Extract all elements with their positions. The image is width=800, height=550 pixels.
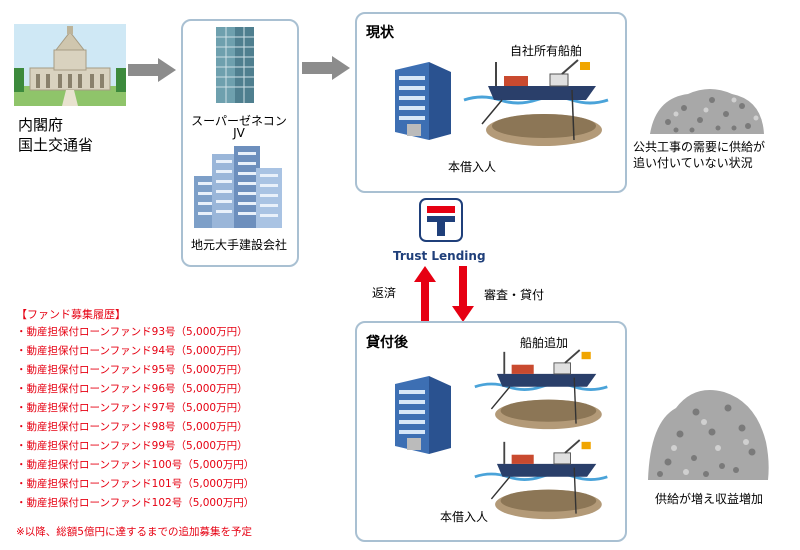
office-tower-icon [216, 27, 254, 103]
after-borrower-label: 本借入人 [440, 510, 489, 524]
city-buildings-icon [194, 146, 282, 228]
dredging-ship-icon-3 [474, 439, 608, 520]
own-ship-label: 自社所有船舶 [510, 44, 583, 58]
trust-lending-logo [419, 198, 463, 242]
loan-arrow [452, 266, 474, 322]
fund-item: ・動産担保付ローンファンド95号（5,000万円） [16, 364, 248, 376]
office-building-icon [395, 62, 451, 140]
profit-text: 供給が増え収益増加 [655, 492, 764, 506]
dredging-ship-icon [463, 59, 609, 146]
fund-item: ・動産担保付ローンファンド93号（5,000万円） [16, 326, 248, 338]
fund-item: ・動産担保付ローンファンド99号（5,000万円） [16, 440, 248, 452]
current-state-title: 現状 [366, 25, 394, 41]
after-loan-title: 貸付後 [366, 335, 408, 351]
review-loan-label: 審査・貸付 [484, 288, 545, 302]
fund-history-note: ※以降、総額5億円に達するまでの追加募集を予定 [16, 526, 252, 538]
fund-history-heading: 【ファンド募集履歴】 [16, 308, 126, 321]
current-borrower-label: 本借入人 [448, 160, 497, 174]
shortage-text-line1: 公共工事の需要に供給が [633, 140, 766, 154]
flow-arrow-2 [302, 56, 350, 80]
government-label-line1: 内閣府 [18, 116, 64, 134]
super-general-label: スーパーゼネコン [191, 114, 287, 128]
added-ship-label: 船舶追加 [520, 336, 569, 350]
repay-label: 返済 [372, 286, 397, 300]
fund-item: ・動産担保付ローンファンド94号（5,000万円） [16, 345, 248, 357]
local-contractor-label: 地元大手建設会社 [190, 238, 287, 252]
super-general-jv-label: JV [233, 126, 245, 140]
gravel-pile-large-icon [648, 390, 769, 480]
shortage-text-line2: 追い付いていない状況 [633, 156, 753, 170]
office-building-icon-2 [395, 376, 451, 454]
fund-item: ・動産担保付ローンファンド100号（5,000万円） [16, 459, 255, 471]
fund-item: ・動産担保付ローンファンド101号（5,000万円） [16, 478, 255, 490]
gravel-pile-icon [650, 89, 764, 134]
fund-item: ・動産担保付ローンファンド102号（5,000万円） [16, 497, 255, 509]
dredging-ship-icon-2 [474, 349, 608, 430]
fund-item: ・動産担保付ローンファンド96号（5,000万円） [16, 383, 248, 395]
fund-item: ・動産担保付ローンファンド98号（5,000万円） [16, 421, 248, 433]
flow-arrow-1 [128, 58, 176, 82]
government-label-line2: 国土交通省 [18, 136, 94, 154]
fund-item: ・動産担保付ローンファンド97号（5,000万円） [16, 402, 248, 414]
government-building-icon [14, 24, 126, 106]
trust-lending-name: Trust Lending [393, 249, 486, 263]
repay-arrow [414, 266, 436, 322]
